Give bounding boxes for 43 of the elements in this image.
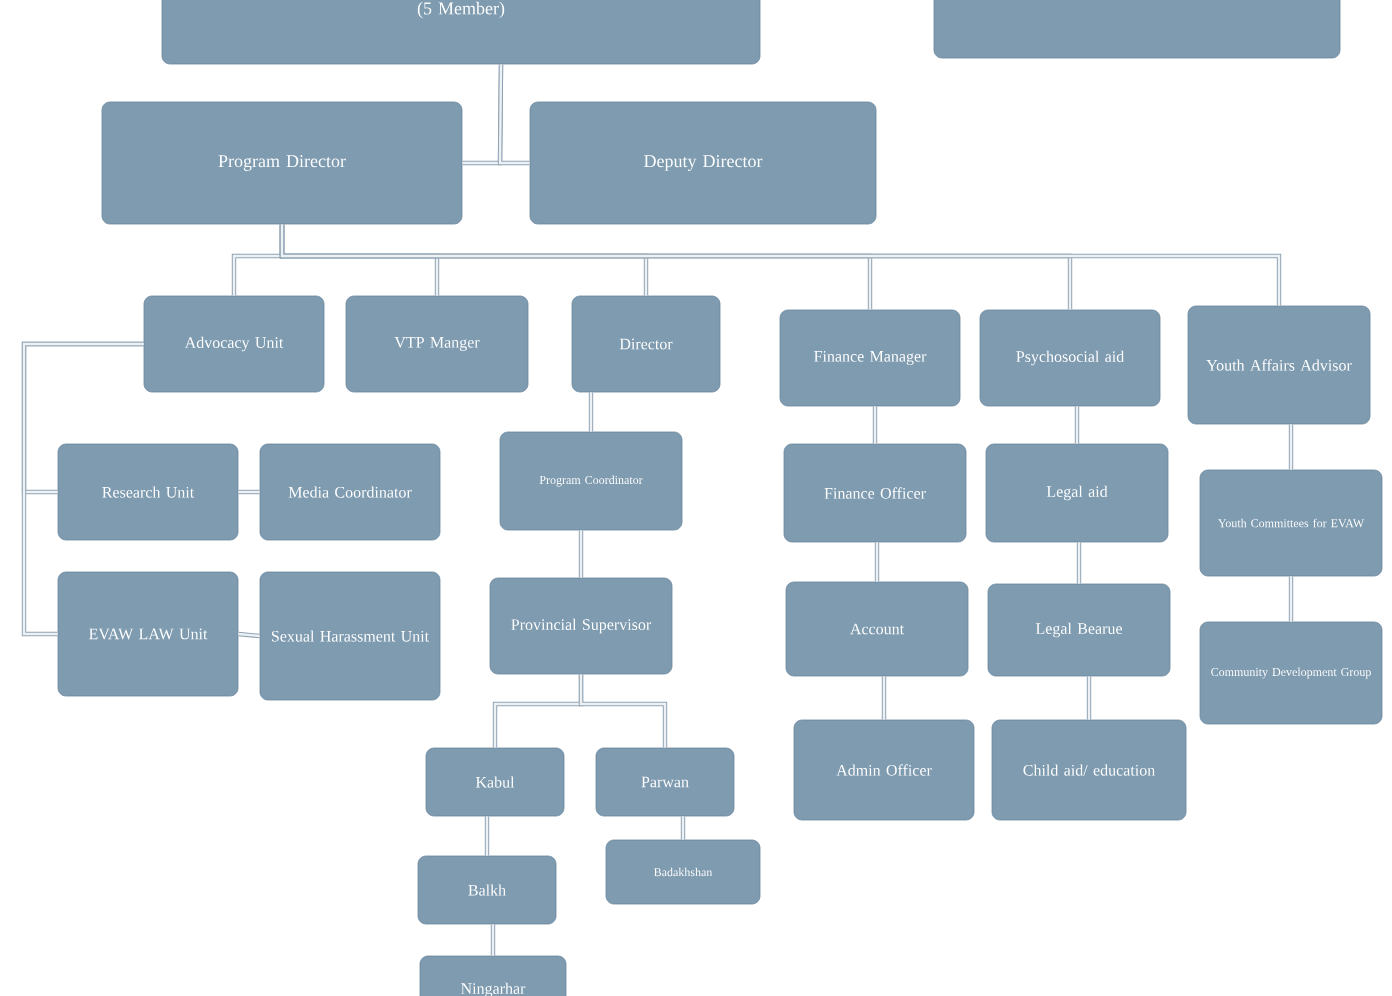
org-box: VTP Manger	[345, 295, 529, 393]
org-box: Finance Manager	[779, 309, 961, 407]
connector-line	[1288, 424, 1294, 470]
org-box: (5 Member)	[161, 0, 761, 65]
org-box: Director	[571, 295, 721, 393]
org-box: Child aid/ education	[991, 719, 1187, 821]
org-box: Psychosocial aid	[979, 309, 1161, 407]
org-box: Balkh	[417, 855, 557, 925]
connector-line	[1076, 542, 1082, 584]
org-box: Program Director	[101, 101, 463, 225]
org-box: Account	[785, 581, 969, 677]
org-box: Parwan	[595, 747, 735, 817]
org-box: Legal Bearue	[987, 583, 1171, 677]
connector-line	[238, 489, 260, 495]
org-box: EVAW LAW Unit	[57, 571, 239, 697]
connector-line	[578, 530, 584, 578]
connector-line	[588, 392, 594, 432]
org-box: Research Unit	[57, 443, 239, 541]
connector-line	[881, 676, 887, 720]
connector-line	[1288, 576, 1294, 622]
org-box: Advocacy Unit	[143, 295, 325, 393]
connector-line	[1086, 676, 1092, 720]
connector-line	[1074, 406, 1080, 444]
connector-line	[238, 631, 260, 639]
connector-line	[872, 406, 878, 444]
org-box: Deputy Director	[529, 101, 877, 225]
connector-line	[874, 542, 880, 582]
connector-line	[497, 64, 530, 166]
connector-line	[21, 341, 144, 637]
org-box: Media Coordinator	[259, 443, 441, 541]
org-box: Sexual Harassment Unit	[259, 571, 441, 701]
connector-line	[279, 224, 1282, 306]
empty-box	[933, 0, 1341, 59]
connector-line	[490, 924, 496, 956]
connector-line	[578, 674, 668, 748]
org-box: Legal aid	[985, 443, 1169, 543]
org-box: Admin Officer	[793, 719, 975, 821]
org-box: Provincial Supervisor	[489, 577, 673, 675]
org-box: Youth Affairs Advisor	[1187, 305, 1371, 425]
connector-line	[680, 816, 686, 840]
org-box: Finance Officer	[783, 443, 967, 543]
org-box: Kabul	[425, 747, 565, 817]
connector-line	[484, 816, 490, 856]
